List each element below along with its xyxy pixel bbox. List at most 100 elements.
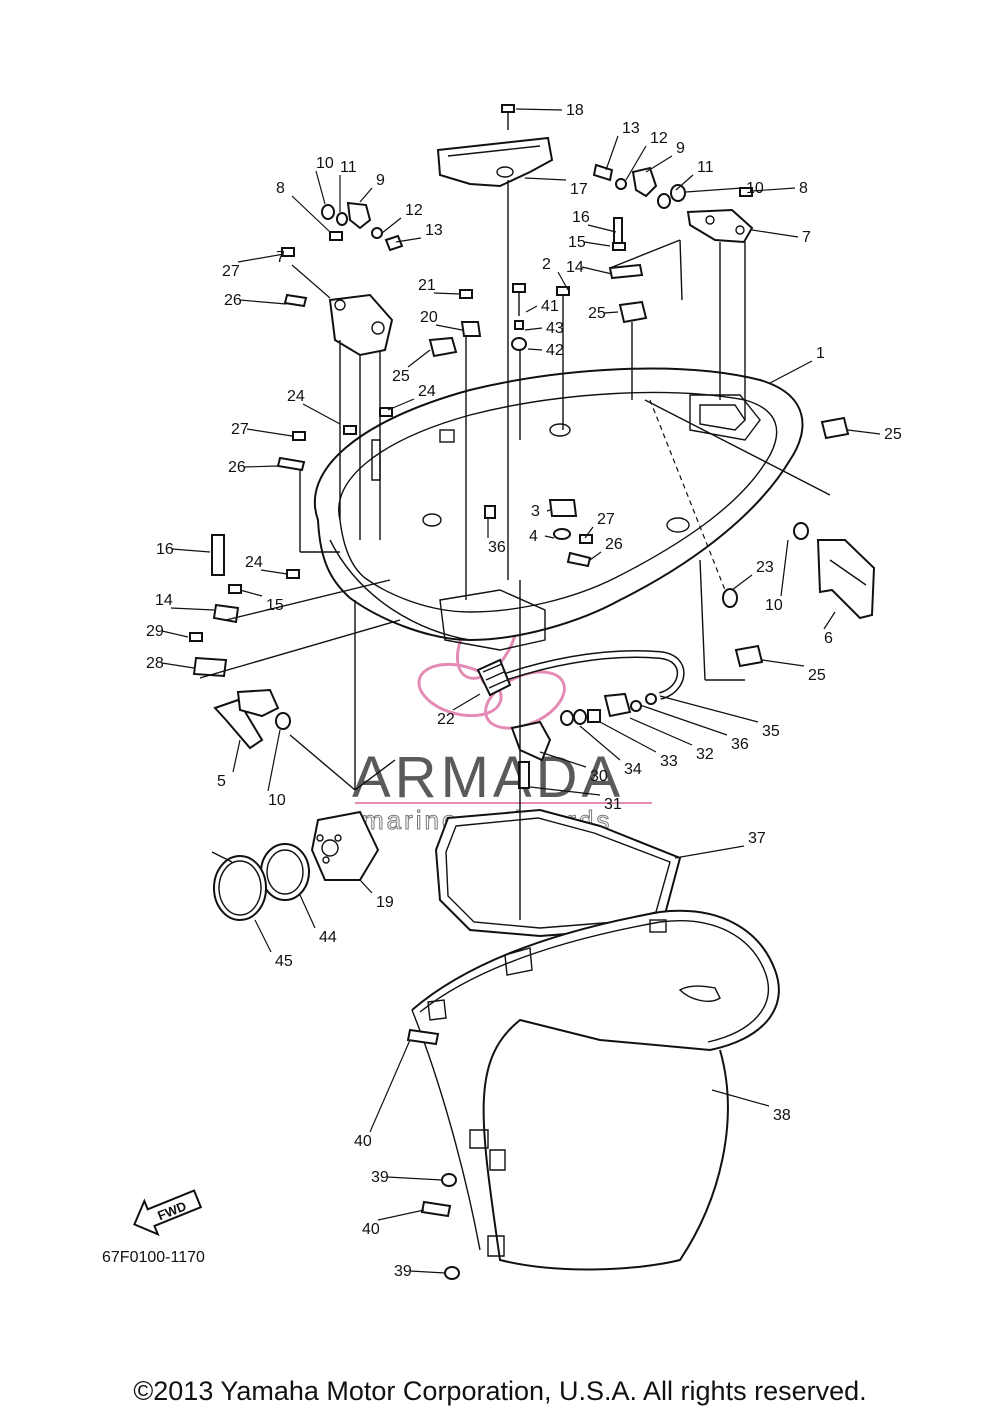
callout-leader-8 bbox=[291, 195, 331, 233]
callout-leader-21 bbox=[433, 292, 461, 295]
callout-26: 26 bbox=[605, 536, 623, 553]
assembly-lines bbox=[199, 180, 831, 920]
callout-leader-45 bbox=[254, 919, 272, 953]
callout-leader-20 bbox=[435, 324, 463, 331]
callout-leader-6 bbox=[823, 611, 836, 630]
callout-38: 38 bbox=[773, 1107, 791, 1124]
callout-leader-26 bbox=[589, 551, 602, 561]
callout-16: 16 bbox=[156, 541, 174, 558]
callout-24: 24 bbox=[418, 383, 436, 400]
part-7-left-hinge bbox=[328, 293, 394, 357]
callout-12: 12 bbox=[650, 130, 668, 147]
part-38-bottom-cowling bbox=[411, 909, 780, 1271]
callout-27: 27 bbox=[597, 511, 615, 528]
part-35-hose bbox=[500, 650, 685, 700]
callout-leader-7 bbox=[291, 264, 331, 299]
callout-leader-16 bbox=[171, 548, 211, 553]
callout-leader-24 bbox=[387, 398, 415, 411]
callout-36: 36 bbox=[488, 539, 506, 556]
callout-10: 10 bbox=[268, 792, 286, 809]
callout-leader-10 bbox=[315, 170, 326, 205]
callout-19: 19 bbox=[376, 894, 394, 911]
part-code: 67F0100-1170 bbox=[102, 1249, 205, 1266]
callout-43: 43 bbox=[546, 320, 564, 337]
part-44-ring bbox=[260, 843, 310, 901]
callout-leader-28 bbox=[161, 662, 195, 669]
callout-leader-39 bbox=[409, 1270, 446, 1274]
callout-9: 9 bbox=[676, 140, 685, 157]
callout-25: 25 bbox=[588, 305, 606, 322]
callout-39: 39 bbox=[371, 1169, 389, 1186]
callout-leader-13 bbox=[605, 135, 619, 171]
callout-leader-25 bbox=[847, 429, 881, 435]
callout-leader-12 bbox=[625, 145, 647, 181]
callout-37: 37 bbox=[748, 830, 766, 847]
callout-leader-17 bbox=[524, 177, 567, 181]
part-7-right-hinge bbox=[686, 208, 754, 244]
callout-45: 45 bbox=[275, 953, 293, 970]
callout-leader-40 bbox=[369, 1039, 411, 1133]
callout-10: 10 bbox=[746, 180, 764, 197]
callout-22: 22 bbox=[437, 711, 455, 728]
callout-leader-34 bbox=[579, 725, 621, 761]
callout-27: 27 bbox=[222, 263, 240, 280]
callout-leader-7 bbox=[751, 229, 799, 238]
part-22-grommet bbox=[476, 658, 512, 697]
callout-leader-26 bbox=[239, 299, 287, 305]
callout-leader-19 bbox=[359, 879, 373, 894]
callout-leader-22 bbox=[452, 693, 481, 711]
callout-leader-41 bbox=[525, 305, 538, 313]
callout-leader-1 bbox=[769, 360, 813, 384]
callout-39: 39 bbox=[394, 1263, 412, 1280]
callout-leader-14 bbox=[170, 607, 215, 611]
callout-14: 14 bbox=[566, 259, 584, 276]
callout-4: 4 bbox=[529, 528, 538, 545]
callout-leader-4 bbox=[544, 535, 555, 539]
callout-leader-25 bbox=[761, 659, 805, 667]
callout-leader-15 bbox=[239, 589, 263, 597]
callout-leader-23 bbox=[731, 574, 753, 591]
callout-leader-12 bbox=[381, 217, 402, 234]
callout-41: 41 bbox=[541, 298, 559, 315]
callout-5: 5 bbox=[217, 773, 226, 790]
callout-20: 20 bbox=[420, 309, 438, 326]
callout-3: 3 bbox=[531, 503, 540, 520]
callout-leader-3 bbox=[546, 509, 551, 512]
callout-21: 21 bbox=[418, 277, 436, 294]
callout-leader-40 bbox=[377, 1209, 425, 1221]
callout-8: 8 bbox=[276, 180, 285, 197]
callout-28: 28 bbox=[146, 655, 164, 672]
callout-16: 16 bbox=[572, 209, 590, 226]
callout-34: 34 bbox=[624, 761, 642, 778]
callout-36: 36 bbox=[731, 736, 749, 753]
callout-leader-24 bbox=[302, 403, 341, 425]
callout-9: 9 bbox=[376, 172, 385, 189]
callout-leader-27 bbox=[246, 428, 293, 437]
callout-leader-13 bbox=[395, 237, 422, 243]
callout-18: 18 bbox=[566, 102, 584, 119]
callout-6: 6 bbox=[824, 630, 833, 647]
callout-14: 14 bbox=[155, 592, 173, 609]
callout-10: 10 bbox=[316, 155, 334, 172]
callout-leader-35 bbox=[659, 695, 759, 723]
callout-12: 12 bbox=[405, 202, 423, 219]
callout-31: 31 bbox=[604, 796, 622, 813]
part-5-lever bbox=[213, 688, 280, 750]
callout-leader-26 bbox=[243, 465, 279, 468]
callout-leader-27 bbox=[584, 526, 594, 539]
callout-40: 40 bbox=[354, 1133, 372, 1150]
hardware-washers-bolts bbox=[189, 104, 809, 789]
fwd-arrow-icon: FWD bbox=[133, 1189, 203, 1237]
callout-10: 10 bbox=[765, 597, 783, 614]
callout-leader-43 bbox=[524, 327, 543, 331]
callout-13: 13 bbox=[425, 222, 443, 239]
part-17-bracket bbox=[436, 136, 554, 188]
callout-13: 13 bbox=[622, 120, 640, 137]
callout-leader-5 bbox=[232, 739, 241, 773]
callout-leader-44 bbox=[299, 894, 316, 929]
callout-leader-15 bbox=[583, 241, 611, 247]
hardware-39-40 bbox=[406, 1028, 460, 1280]
callout-leader-30 bbox=[539, 751, 587, 768]
part-45-clamp bbox=[211, 851, 267, 921]
